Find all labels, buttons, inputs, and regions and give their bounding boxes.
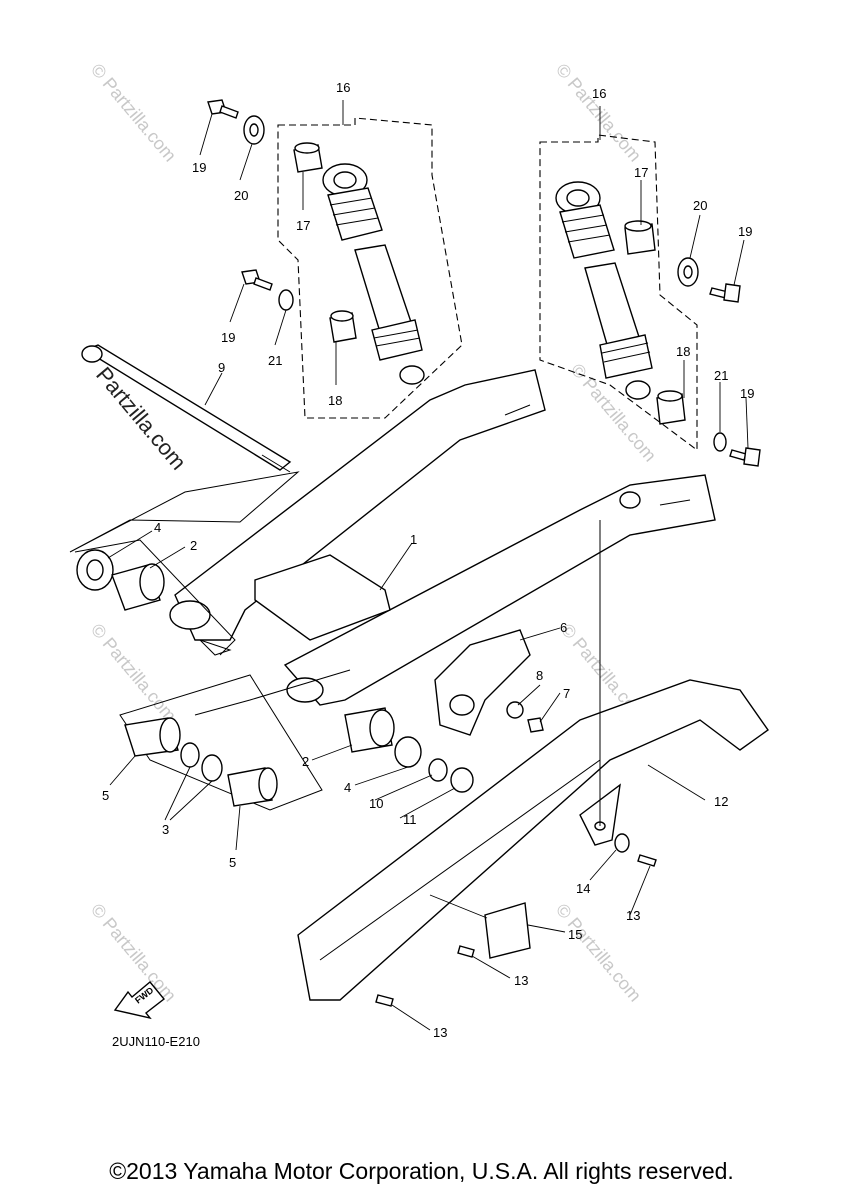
bushing-left bbox=[74, 539, 236, 656]
callout-2: 2 bbox=[190, 538, 197, 553]
callout-5: 5 bbox=[102, 788, 109, 803]
callout-10: 10 bbox=[369, 796, 383, 811]
copyright-notice: ©2013 Yamaha Motor Corporation, U.S.A. A… bbox=[109, 1158, 734, 1184]
callout-21: 21 bbox=[714, 368, 728, 383]
watermark-text: © Partzilla.com bbox=[87, 60, 180, 166]
callout-3: 3 bbox=[162, 822, 169, 837]
callout-19: 19 bbox=[221, 330, 235, 345]
diagram-code: 2UJN110-E210 bbox=[112, 1034, 200, 1049]
callout-19: 19 bbox=[738, 224, 752, 239]
chain-puller bbox=[434, 629, 544, 736]
watermark-text: © Partzilla.com bbox=[552, 60, 645, 166]
callout-16: 16 bbox=[592, 86, 606, 101]
callout-13: 13 bbox=[433, 1025, 447, 1040]
pivot-shaft bbox=[69, 344, 300, 553]
callout-8: 8 bbox=[536, 668, 543, 683]
callout-6: 6 bbox=[560, 620, 567, 635]
swingarm bbox=[169, 369, 716, 706]
callout-16: 16 bbox=[336, 80, 350, 95]
callout-20: 20 bbox=[234, 188, 248, 203]
callout-9: 9 bbox=[218, 360, 225, 375]
callout-18: 18 bbox=[328, 393, 342, 408]
callout-4: 4 bbox=[154, 520, 161, 535]
callout-7: 7 bbox=[563, 686, 570, 701]
callout-14: 14 bbox=[576, 881, 590, 896]
callout-15: 15 bbox=[568, 927, 582, 942]
left-shock-assembly bbox=[277, 117, 463, 419]
callout-13: 13 bbox=[514, 973, 528, 988]
callout-5: 5 bbox=[229, 855, 236, 870]
right-shock-assembly bbox=[539, 134, 698, 452]
callout-labels: 16 16 17 17 18 18 19 19 19 19 20 20 21 2… bbox=[102, 80, 754, 1040]
callout-17: 17 bbox=[296, 218, 310, 233]
watermark-text: © Partzilla.com bbox=[87, 900, 180, 1006]
callout-12: 12 bbox=[714, 794, 728, 809]
callout-13: 13 bbox=[626, 908, 640, 923]
callout-2: 2 bbox=[302, 754, 309, 769]
watermark-text: © Partzilla.com bbox=[87, 620, 180, 726]
leader-lines bbox=[107, 100, 749, 1031]
callout-17: 17 bbox=[634, 165, 648, 180]
callout-18: 18 bbox=[676, 344, 690, 359]
lower-bushings bbox=[119, 669, 474, 811]
callout-19: 19 bbox=[192, 160, 206, 175]
callout-20: 20 bbox=[693, 198, 707, 213]
callout-21: 21 bbox=[268, 353, 282, 368]
callout-1: 1 bbox=[410, 532, 417, 547]
chain-case bbox=[297, 520, 769, 1007]
callout-11: 11 bbox=[403, 812, 417, 827]
bolts-washers bbox=[207, 99, 761, 467]
callout-4: 4 bbox=[344, 780, 351, 795]
callout-19: 19 bbox=[740, 386, 754, 401]
